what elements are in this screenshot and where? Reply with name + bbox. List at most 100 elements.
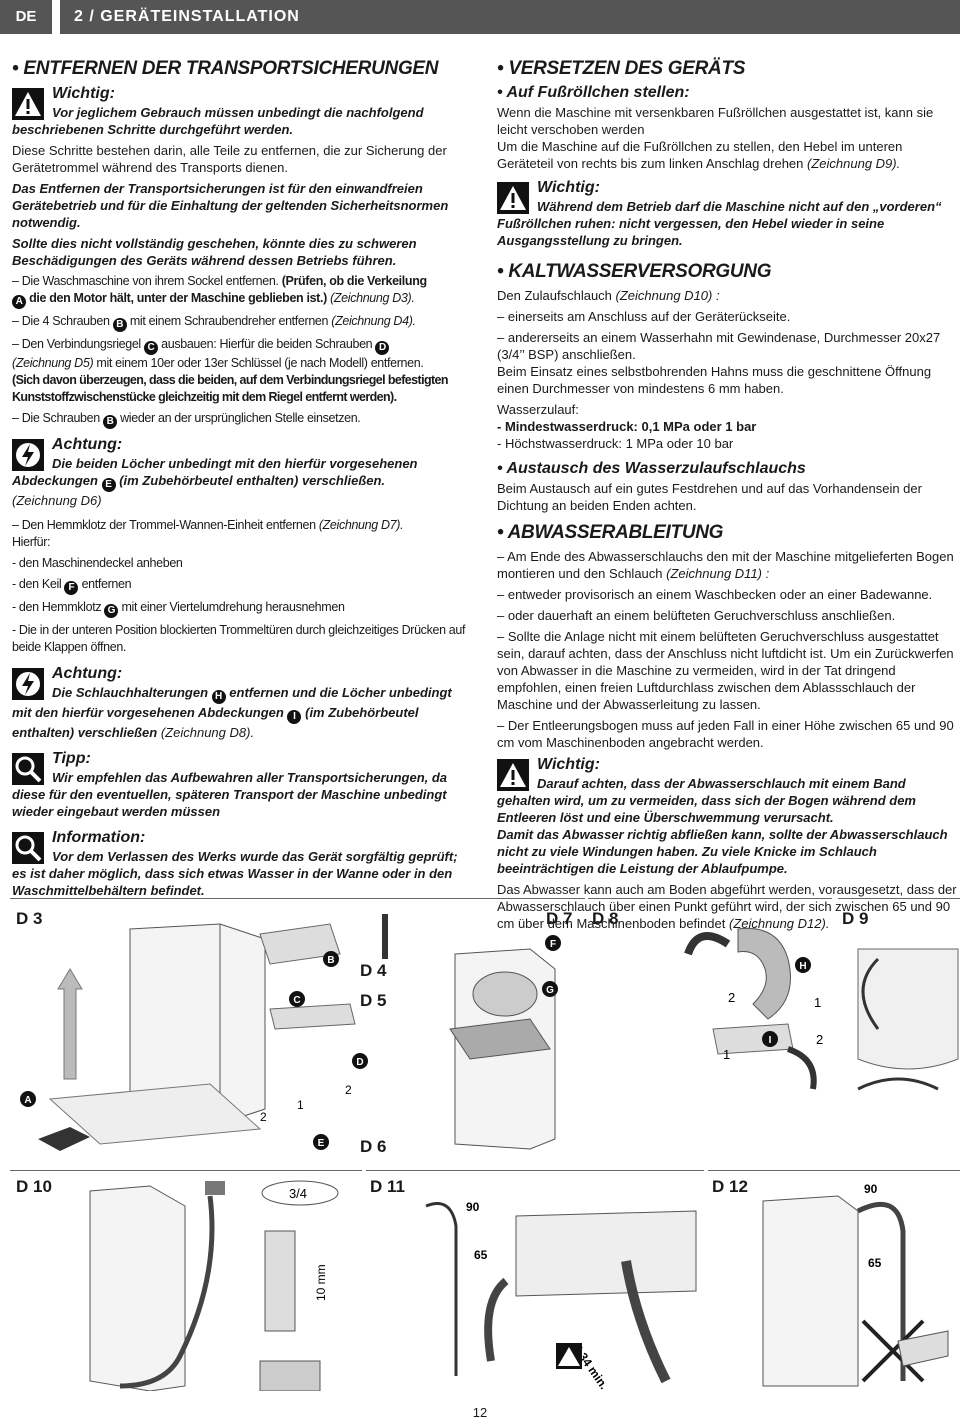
paragraph: Wenn die Maschine mit versenkbaren Fußrö… bbox=[497, 105, 934, 137]
warning-icon bbox=[497, 182, 529, 214]
wichtig-callout-right: Wichtig: Während dem Betrieb darf die Ma… bbox=[497, 178, 957, 249]
achtung-title: Achtung: bbox=[52, 436, 123, 453]
page-number: 12 bbox=[472, 1405, 488, 1420]
warning-icon bbox=[556, 1343, 582, 1369]
tipp-title: Tipp: bbox=[52, 750, 91, 767]
letter-a-badge: A bbox=[24, 1095, 31, 1106]
paragraph: Um die Maschine auf die Fußröllchen zu s… bbox=[497, 139, 903, 171]
letter-c-badge: C bbox=[143, 341, 158, 355]
fraction-label: 3/4 bbox=[289, 1186, 307, 1201]
figure-label: D 12 bbox=[712, 1177, 748, 1196]
step-5-c: - den Hemmklotz G mit einer Viertelumdre… bbox=[12, 600, 345, 618]
figure-d11: D 11 90 65 Ø 34 min. bbox=[366, 1170, 704, 1391]
step-1: – Die Waschmaschine von ihrem Sockel ent… bbox=[12, 274, 427, 309]
right-column: • VERSETZEN DES GERÄTS • Auf Fußröllchen… bbox=[497, 58, 957, 932]
drawing-d9 bbox=[857, 948, 959, 1091]
drawing-d12: 90 65 bbox=[762, 1182, 949, 1387]
number-label: 1 bbox=[814, 995, 821, 1010]
achtung-title: Achtung: bbox=[52, 665, 123, 682]
number-label: 1 bbox=[297, 1098, 304, 1112]
drawing-d8: H I 2 1 1 2 bbox=[684, 927, 823, 1090]
info-text: Vor dem Verlassen des Werks wurde das Ge… bbox=[12, 849, 458, 898]
achtung-callout-1: Achtung: Die beiden Löcher unbedingt mit… bbox=[12, 435, 474, 509]
drawing-d11: 90 65 Ø 34 min. bbox=[425, 1200, 697, 1391]
paragraph: – oder dauerhaft an einem belüfteten Ger… bbox=[497, 608, 896, 623]
left-column: • ENTFERNEN DER TRANSPORTSICHERUNGEN Wic… bbox=[12, 58, 474, 903]
info-title: Information: bbox=[52, 829, 146, 846]
letter-b-badge: B bbox=[112, 318, 127, 332]
figure-d9: D 9 bbox=[838, 898, 960, 1161]
number-label: 2 bbox=[260, 1110, 267, 1124]
figure-d10: D 10 3/4 10 mm bbox=[10, 1170, 362, 1391]
step-5-a: - den Maschinendeckel anheben bbox=[12, 556, 183, 570]
section-title-drain: • ABWASSERABLEITUNG bbox=[497, 522, 724, 543]
wichtig-title: Wichtig: bbox=[52, 85, 115, 102]
paragraph: Beim Austausch auf ein gutes Festdrehen … bbox=[497, 481, 922, 513]
figure-label: D 5 bbox=[360, 991, 387, 1010]
number-label: 2 bbox=[816, 1032, 823, 1047]
achtung-ref: (Zeichnung D6) bbox=[12, 493, 102, 508]
letter-b-badge: B bbox=[103, 415, 117, 429]
letter-c-badge: C bbox=[293, 995, 300, 1006]
attention-bolt-icon bbox=[12, 668, 44, 700]
letter-f-badge: F bbox=[550, 939, 556, 950]
number-label: 1 bbox=[723, 1047, 730, 1062]
letter-h-badge: H bbox=[799, 961, 806, 972]
chapter-title: 2 / GERÄTEINSTALLATION bbox=[60, 0, 960, 34]
info-callout: Information: Vor dem Verlassen des Werks… bbox=[12, 828, 474, 899]
letter-b-badge: B bbox=[327, 955, 334, 966]
tipp-callout: Tipp: Wir empfehlen das Aufbewahren alle… bbox=[12, 749, 474, 820]
letter-e-badge: E bbox=[101, 478, 116, 492]
achtung-callout-2: Achtung: Die Schlauchhalterungen H entfe… bbox=[12, 664, 474, 741]
magnifier-icon bbox=[12, 753, 44, 785]
section-title-water: • KALTWASSERVERSORGUNG bbox=[497, 261, 772, 282]
paragraph: Das Abwasser kann auch am Boden abgeführ… bbox=[497, 882, 957, 931]
figure-d8: D 7 D 8 H I 2 1 1 2 bbox=[546, 898, 832, 1161]
paragraph: – entweder provisorisch an einem Waschbe… bbox=[497, 587, 933, 602]
step-5-d: - Die in der unteren Position blockierte… bbox=[12, 623, 466, 654]
wichtig-text: Vor jeglichem Gebrauch müssen unbedingt … bbox=[12, 105, 424, 137]
step-2: – Die 4 Schrauben B mit einem Schraubend… bbox=[12, 314, 416, 332]
wichtig-text-2: Damit das Abwasser richtig abfließen kan… bbox=[497, 827, 948, 876]
letter-d-badge: D bbox=[356, 1057, 363, 1068]
figure-d12: D 12 90 65 bbox=[708, 1170, 960, 1391]
figure-label: D 6 bbox=[360, 1137, 387, 1156]
height-label: 90 bbox=[864, 1182, 878, 1196]
wichtig-callout-drain: Wichtig: Darauf achten, dass der Abwasse… bbox=[497, 755, 957, 877]
letter-g-badge: G bbox=[104, 604, 119, 618]
step-3: – Den Verbindungsriegel C ausbauen: Hier… bbox=[12, 337, 449, 404]
figure-label: D 8 bbox=[592, 909, 619, 928]
height-label: 65 bbox=[474, 1248, 488, 1262]
paragraph: Diese Schritte bestehen darin, alle Teil… bbox=[12, 143, 447, 175]
paragraph: Wasserzulauf: bbox=[497, 402, 579, 417]
figure-label: D 3 bbox=[16, 909, 43, 928]
letter-g-badge: G bbox=[546, 985, 554, 996]
section-title-transport: • ENTFERNEN DER TRANSPORTSICHERUNGEN bbox=[12, 58, 439, 79]
letter-a-badge: A bbox=[12, 295, 26, 309]
paragraph: – einerseits am Anschluss auf der Geräte… bbox=[497, 309, 791, 324]
paragraph: – Am Ende des Abwasserschlauchs den mit … bbox=[497, 549, 954, 581]
section-title-move: • VERSETZEN DES GERÄTS bbox=[497, 58, 746, 79]
paragraph: – Der Entleerungsbogen muss auf jeden Fa… bbox=[497, 718, 954, 750]
wichtig-title: Wichtig: bbox=[537, 756, 600, 773]
language-tab: DE bbox=[0, 0, 52, 34]
step-5: – Den Hemmklotz der Trommel-Wannen-Einhe… bbox=[12, 518, 404, 532]
figures-area: D 3 D 4 D 5 D 6 A B C D E 2 1 2 F G bbox=[0, 898, 960, 1391]
letter-f-badge: F bbox=[64, 581, 79, 595]
wichtig-callout: Wichtig: Vor jeglichem Gebrauch müssen u… bbox=[12, 84, 474, 138]
letter-h-badge: H bbox=[211, 690, 226, 704]
height-label: 65 bbox=[868, 1256, 882, 1270]
paragraph: Den Zulaufschlauch (Zeichnung D10) : bbox=[497, 288, 720, 303]
paragraph: Beim Einsatz eines selbstbohrenden Hahns… bbox=[497, 364, 932, 396]
figure-label: D 10 bbox=[16, 1177, 52, 1196]
drawing-d3-d6: A B C D E 2 1 2 F G bbox=[20, 914, 561, 1151]
wichtig-title: Wichtig: bbox=[537, 179, 600, 196]
letter-e-badge: E bbox=[318, 1138, 325, 1149]
paragraph: – Sollte die Anlage nicht mit einem belü… bbox=[497, 629, 954, 712]
number-label: 2 bbox=[345, 1083, 352, 1097]
letter-d-badge: D bbox=[375, 341, 390, 355]
drawing-d10: 3/4 10 mm bbox=[89, 1180, 339, 1391]
warning-icon bbox=[497, 759, 529, 791]
magnifier-icon bbox=[12, 832, 44, 864]
figure-label: D 4 bbox=[360, 961, 387, 980]
